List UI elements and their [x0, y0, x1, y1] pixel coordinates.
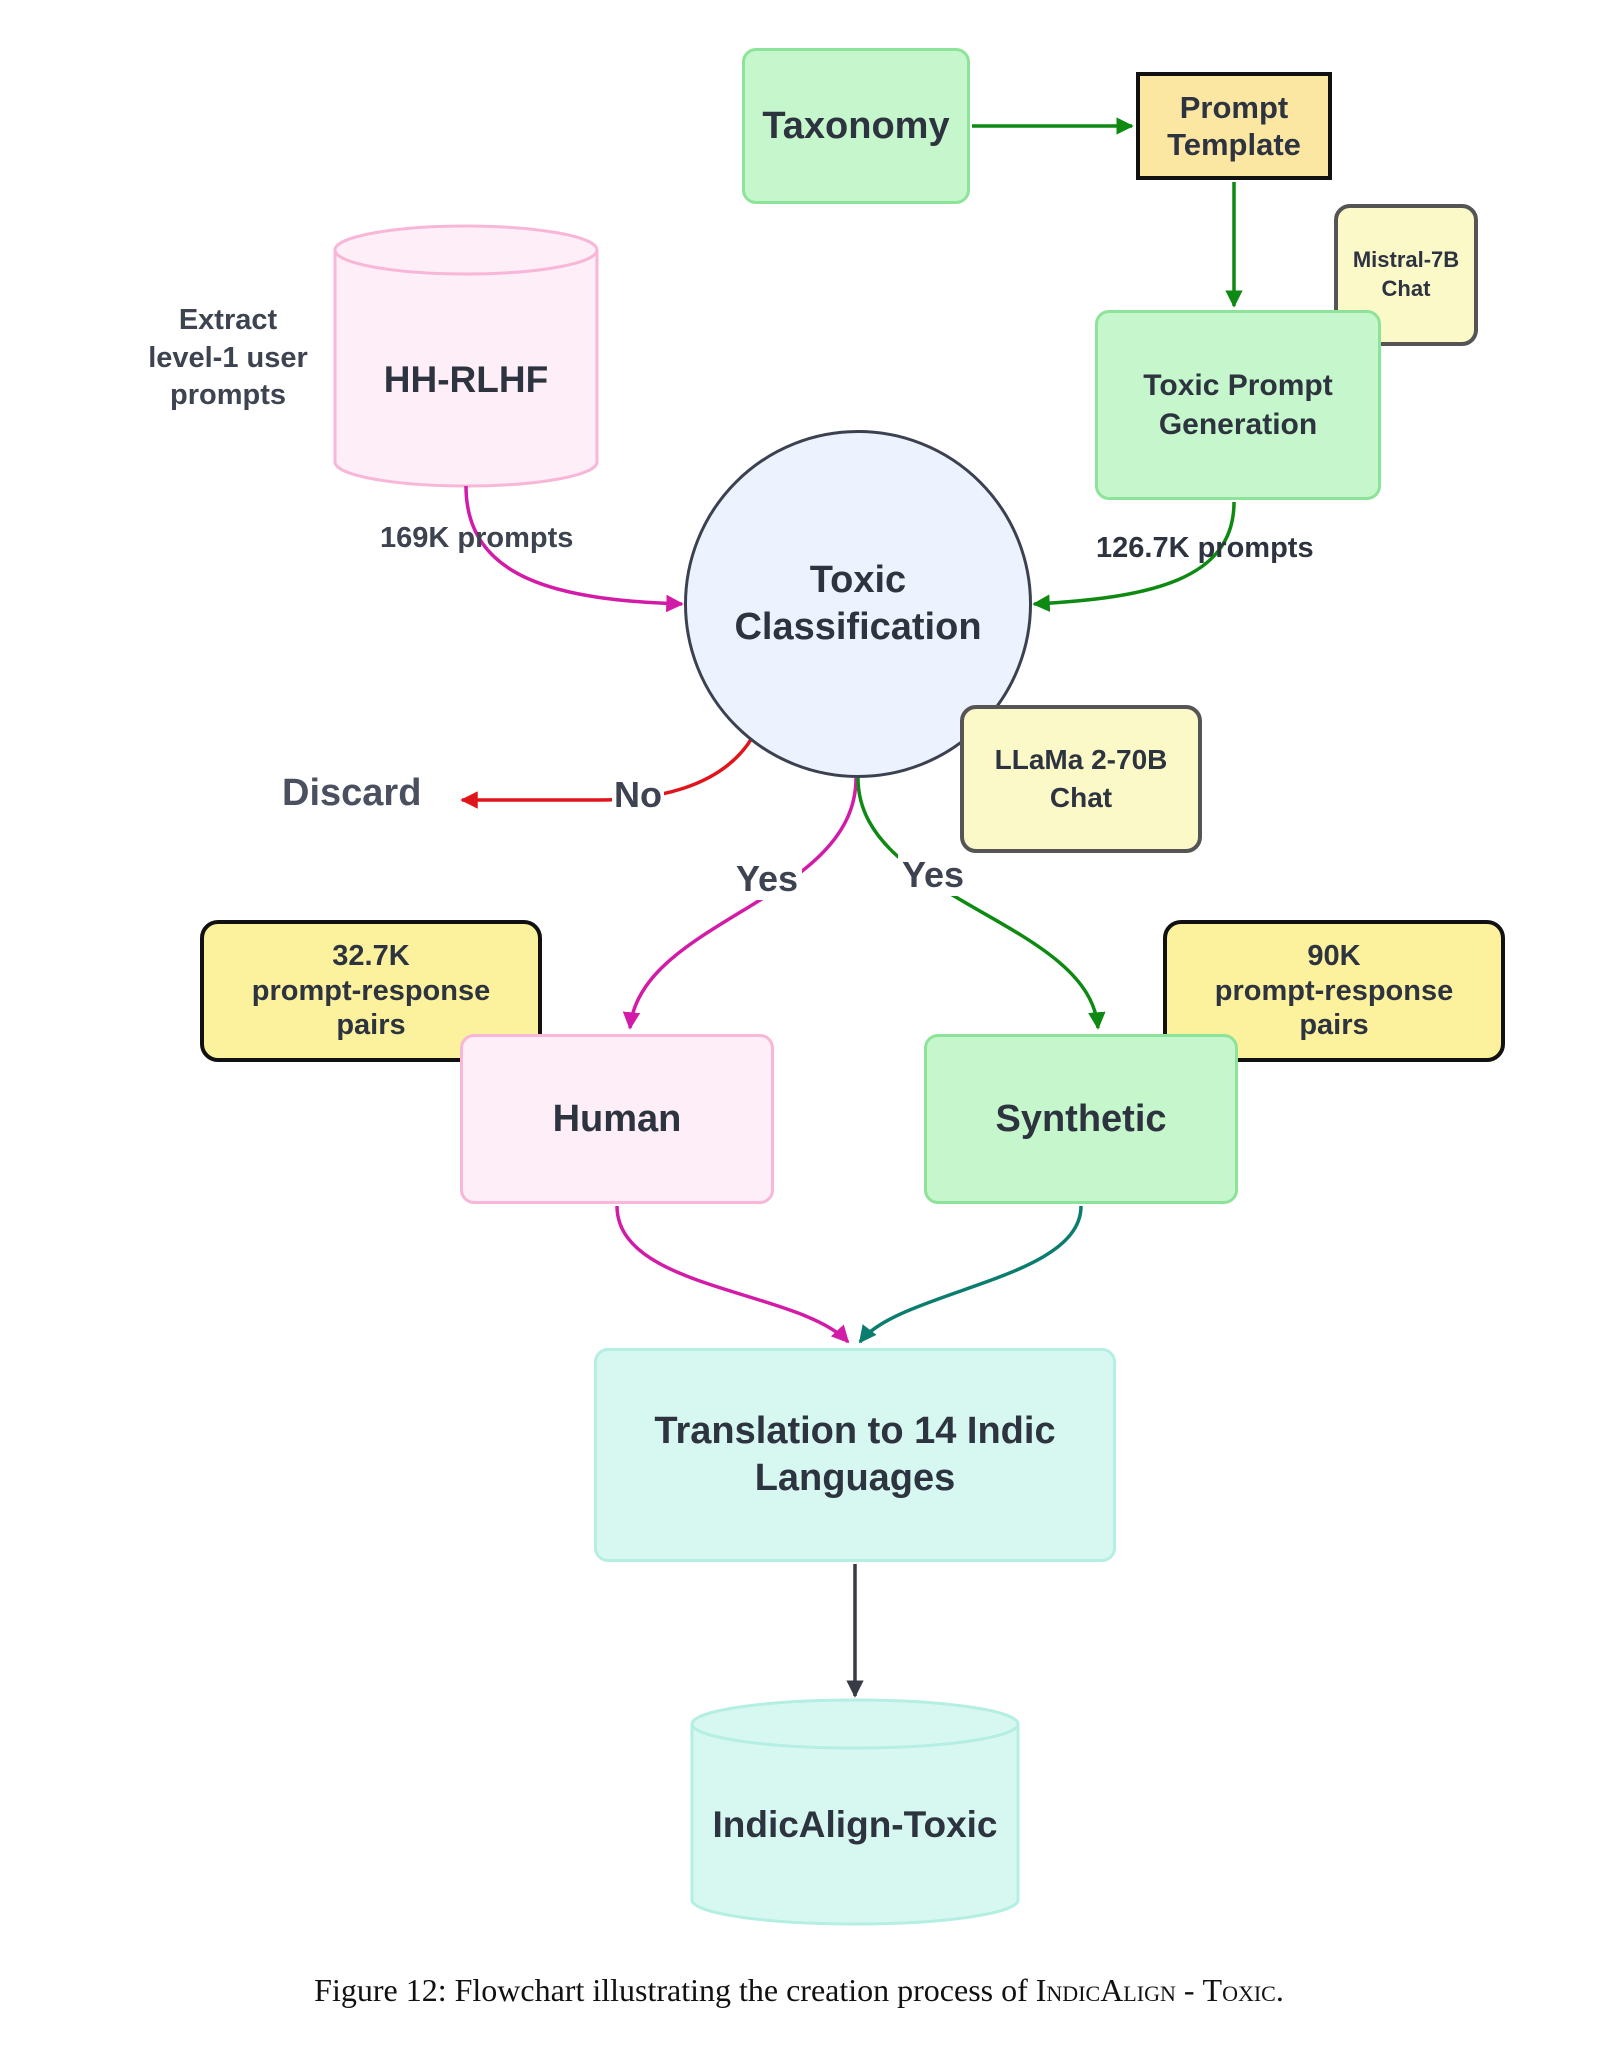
mistral-model-badge: Mistral-7B Chat	[1334, 204, 1478, 346]
caption-name-part1: IndicAlign	[1035, 1972, 1176, 2008]
indicalign-toxic-node: IndicAlign-Toxic	[692, 1740, 1018, 1910]
llama-line2: Chat	[1049, 782, 1113, 813]
extract-note-line3: prompts	[170, 379, 286, 412]
caption-prefix: Figure 12: Flowchart illustrating the cr…	[314, 1972, 1036, 2008]
synth-pairs-line1: 90K	[1307, 939, 1361, 972]
hh-rlhf-cylinder	[333, 224, 599, 488]
caption-separator: -	[1175, 1972, 1203, 2008]
arrow-synthetic-to-translation	[858, 1205, 1083, 1344]
synthetic-label: Synthetic	[995, 1097, 1167, 1140]
yes-human-edge-label: Yes	[732, 858, 803, 900]
extract-note-line2: level-1 user	[148, 341, 308, 374]
human-pairs-line2: prompt-response	[251, 974, 491, 1007]
caption-suffix: .	[1275, 1972, 1284, 2008]
generated-prompts-count-label: 126.7K prompts	[1096, 532, 1314, 564]
toxic-gen-line2: Generation	[1158, 408, 1318, 441]
indicalign-toxic-cylinder	[690, 1698, 1020, 1926]
discard-label: Discard	[282, 772, 422, 814]
translation-node: Translation to 14 Indic Languages	[594, 1348, 1116, 1562]
mistral-line1: Mistral-7B	[1352, 247, 1460, 273]
arrow-hhrlhf-to-classification	[464, 485, 684, 613]
indicalign-toxic-label: IndicAlign-Toxic	[712, 1804, 998, 1845]
arrow-classification-to-human	[622, 777, 858, 1030]
synthetic-node: Synthetic	[924, 1034, 1238, 1204]
human-pairs-line3: pairs	[336, 1009, 406, 1042]
extract-note: Extract level-1 user prompts	[118, 302, 338, 415]
no-edge-label: No	[612, 774, 664, 816]
figure-caption: Figure 12: Flowchart illustrating the cr…	[0, 1972, 1598, 2009]
hh-rlhf-node: HH-RLHF	[335, 280, 597, 480]
prompt-template-line2: Template	[1167, 127, 1301, 162]
toxic-class-line1: Toxic	[809, 558, 907, 601]
hh-rlhf-label: HH-RLHF	[383, 359, 549, 400]
hh-prompts-count-label: 169K prompts	[380, 522, 574, 554]
llama-model-badge: LLaMa 2-70B Chat	[960, 705, 1202, 853]
human-pairs-line1: 32.7K	[332, 939, 410, 972]
synth-pairs-line2: prompt-response	[1214, 974, 1454, 1007]
toxic-class-line2: Classification	[734, 606, 982, 648]
toxic-gen-line1: Toxic Prompt	[1143, 369, 1333, 402]
arrow-generation-to-classification	[1032, 501, 1236, 612]
arrow-classification-to-synthetic	[856, 777, 1106, 1030]
arrow-classification-to-discard	[460, 737, 754, 809]
prompt-template-node: Prompt Template	[1136, 72, 1332, 180]
prompt-template-line1: Prompt	[1179, 89, 1289, 125]
llama-line1: LLaMa 2-70B	[994, 744, 1168, 776]
taxonomy-label: Taxonomy	[762, 104, 950, 147]
human-node: Human	[460, 1034, 774, 1204]
caption-name-part2: Toxic	[1202, 1972, 1276, 2008]
arrow-human-to-translation	[615, 1205, 850, 1344]
synth-pairs-line3: pairs	[1299, 1009, 1369, 1042]
translation-line2: Languages	[754, 1457, 956, 1499]
translation-line1: Translation to 14 Indic	[654, 1409, 1056, 1452]
mistral-line2: Chat	[1381, 276, 1431, 301]
extract-note-line1: Extract	[178, 304, 278, 336]
human-label: Human	[552, 1097, 682, 1140]
yes-synthetic-edge-label: Yes	[898, 854, 969, 896]
taxonomy-node: Taxonomy	[742, 48, 970, 204]
toxic-prompt-generation-node: Toxic Prompt Generation	[1095, 310, 1381, 500]
